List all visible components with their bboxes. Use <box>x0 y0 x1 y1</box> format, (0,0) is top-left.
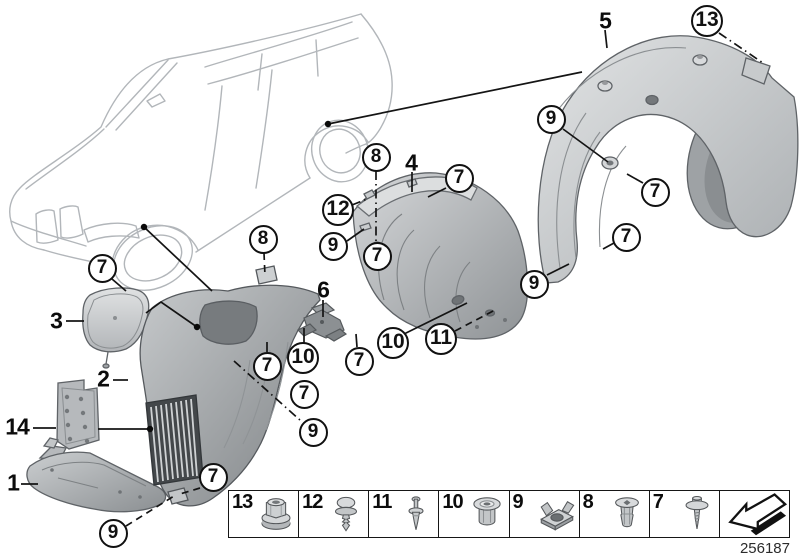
callout-7[interactable]: 7 <box>252 351 282 381</box>
legend-number: 13 <box>232 491 253 513</box>
leader-line <box>179 487 201 495</box>
callout-7[interactable]: 7 <box>87 253 117 283</box>
blind-rivet-icon <box>395 493 437 535</box>
callout-7[interactable]: 7 <box>611 222 641 252</box>
legend-number: 8 <box>582 491 594 513</box>
leader-line <box>111 278 127 292</box>
part-label-14[interactable]: 14 <box>5 413 30 440</box>
part-14-plate <box>56 379 100 450</box>
leader-lines <box>21 29 764 527</box>
callout-7[interactable]: 7 <box>640 177 670 207</box>
part-5-rear-wheel-arch-liner <box>537 35 799 284</box>
legend-cell-arrow[interactable] <box>720 491 789 537</box>
leader-line <box>233 360 302 422</box>
fastener-legend: 13 12 <box>228 490 790 538</box>
leader-line <box>562 128 609 163</box>
leader-line <box>355 333 358 348</box>
leader-line <box>143 226 213 292</box>
clamp-nut-icon <box>536 493 578 535</box>
part-label-5[interactable]: 5 <box>599 7 612 34</box>
legend-number: 7 <box>652 491 664 513</box>
leader-line <box>602 242 615 250</box>
callout-7[interactable]: 7 <box>344 346 374 376</box>
leader-line <box>346 228 365 242</box>
leader-line <box>263 252 266 277</box>
leader-line <box>125 495 175 527</box>
legend-cell-9[interactable]: 9 <box>510 491 580 537</box>
diagram-number: 256187 <box>739 540 790 557</box>
callout-9[interactable]: 9 <box>98 518 128 548</box>
callout-12[interactable]: 12 <box>322 194 354 226</box>
expansion-rivet-icon <box>325 493 367 535</box>
part-label-1[interactable]: 1 <box>7 469 20 496</box>
leader-line <box>604 29 608 49</box>
callout-7[interactable]: 7 <box>289 379 319 409</box>
part-1-lower-cover <box>26 437 167 513</box>
legend-cell-8[interactable]: 8 <box>580 491 650 537</box>
part-6-bracket <box>296 302 348 342</box>
callout-7[interactable]: 7 <box>362 241 392 271</box>
leader-line <box>327 71 583 125</box>
vehicle-outline-drawing <box>9 13 393 291</box>
callout-7[interactable]: 7 <box>198 462 228 492</box>
legend-number: 11 <box>372 491 392 513</box>
callout-8[interactable]: 8 <box>248 224 278 254</box>
part-3-cover <box>82 287 150 369</box>
leader-dot <box>140 223 148 231</box>
callout-9[interactable]: 9 <box>318 231 348 261</box>
leader-line <box>403 302 468 335</box>
direction-arrow-icon <box>724 491 788 537</box>
legend-cell-11[interactable]: 11 <box>369 491 440 537</box>
leader-line <box>626 173 644 184</box>
legend-cell-7[interactable]: 7 <box>650 491 720 537</box>
callout-8[interactable]: 8 <box>361 142 391 172</box>
part-2-wheelhouse-front-section <box>139 265 321 507</box>
callout-7[interactable]: 7 <box>444 163 474 193</box>
callout-9[interactable]: 9 <box>298 417 328 447</box>
callout-13[interactable]: 13 <box>691 5 723 37</box>
plastic-nut-icon <box>255 493 297 535</box>
leader-dot <box>324 120 332 128</box>
part-label-4[interactable]: 4 <box>405 149 418 176</box>
callout-9[interactable]: 9 <box>519 269 549 299</box>
leader-line <box>546 263 570 276</box>
part-label-6[interactable]: 6 <box>317 276 330 303</box>
leader-line <box>427 187 447 198</box>
leader-line <box>351 198 368 206</box>
legend-cell-10[interactable]: 10 <box>439 491 510 537</box>
part-label-3[interactable]: 3 <box>50 307 63 334</box>
legend-cell-12[interactable]: 12 <box>299 491 370 537</box>
leader-line <box>454 308 498 332</box>
leader-dot <box>193 323 201 331</box>
legend-number: 12 <box>302 491 323 513</box>
legend-cell-13[interactable]: 13 <box>229 491 300 537</box>
callout-10[interactable]: 10 <box>287 342 319 374</box>
part-label-2[interactable]: 2 <box>97 365 110 392</box>
legend-number: 10 <box>442 491 463 513</box>
legend-number: 9 <box>512 491 524 513</box>
callout-10[interactable]: 10 <box>377 327 409 359</box>
callout-9[interactable]: 9 <box>536 104 566 134</box>
expanding-nut-icon <box>606 493 648 535</box>
callout-11[interactable]: 11 <box>425 323 457 355</box>
screw-icon <box>676 493 718 535</box>
leader-line <box>718 32 764 64</box>
leader-dot <box>146 425 154 433</box>
grommet-nut-icon <box>466 493 508 535</box>
leader-line <box>145 300 198 328</box>
